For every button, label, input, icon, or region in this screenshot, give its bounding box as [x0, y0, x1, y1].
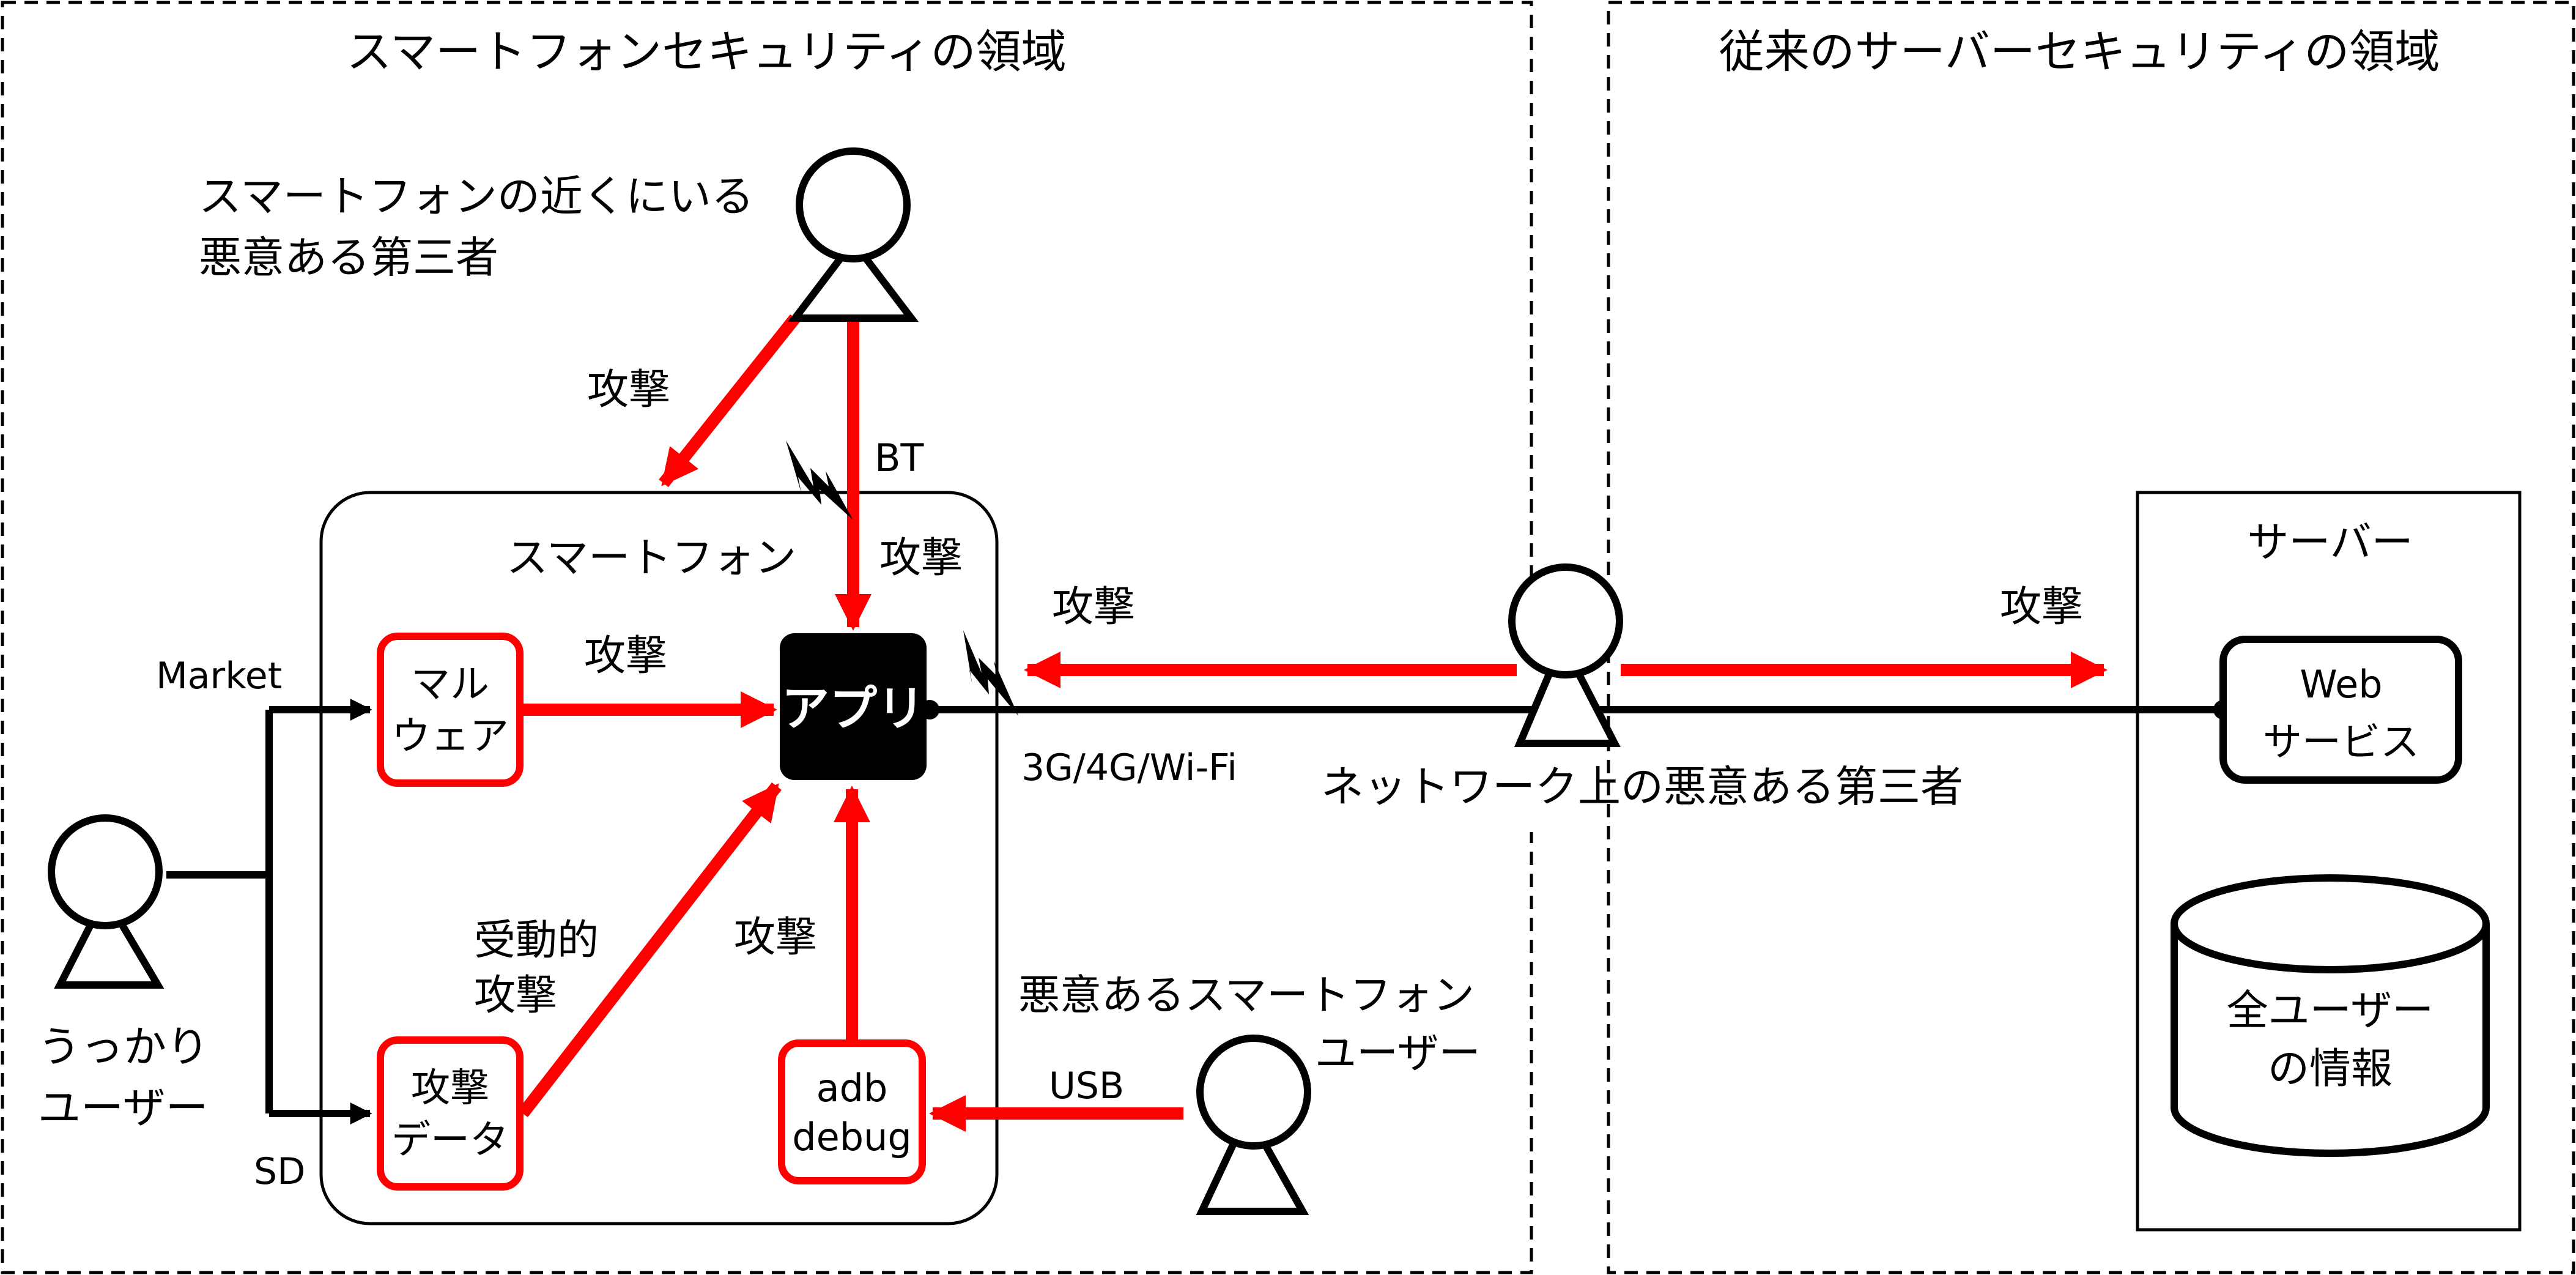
- smartphone-title: スマートフォン: [506, 534, 796, 582]
- person-icon-network: [1508, 563, 1623, 747]
- attack-label-network-right: 攻撃: [2000, 583, 2083, 631]
- nearby-actor-label-1: スマートフォンの近くにいる: [199, 171, 754, 221]
- network-actor-label: ネットワーク上の悪意ある第三者: [1321, 762, 1963, 812]
- nearby-actor-label-2: 悪意ある第三者: [199, 232, 498, 283]
- lightning-icon: [786, 440, 853, 520]
- sd-label: SD: [254, 1150, 305, 1193]
- lightning-icon: [963, 630, 1018, 716]
- app-label: アプリ: [782, 682, 925, 737]
- server-title: サーバー: [2247, 519, 2413, 567]
- db-label-1: 全ユーザー: [2227, 987, 2434, 1035]
- attack-data-label-1: 攻撃: [411, 1066, 489, 1111]
- passive-attack-arrow: [518, 782, 782, 1118]
- attack-label-adb: 攻撃: [734, 913, 817, 962]
- malicious-user-label-2: ユーザー: [1315, 1030, 1481, 1078]
- smartphone-region-title: スマートフォンセキュリティの領域: [346, 26, 1066, 78]
- adb-label-1: adb: [816, 1066, 888, 1110]
- attack-label-nearby: 攻撃: [587, 366, 670, 414]
- attack-data-label-2: データ: [391, 1118, 509, 1163]
- passive-attack-label-1: 受動的: [474, 916, 599, 965]
- malware-label-2: ウェア: [391, 714, 509, 759]
- attack-label-bt: 攻撃: [879, 534, 963, 582]
- web-label-1: Web: [2300, 662, 2382, 707]
- network-channel-label: 3G/4G/Wi-Fi: [1021, 746, 1237, 789]
- person-icon-malicious-user: [1196, 1035, 1311, 1215]
- nearby-attack-arrow-diagonal: [659, 314, 800, 488]
- adb-debug-box: [778, 1039, 926, 1184]
- app-box: [780, 633, 927, 780]
- web-service-box: [2219, 636, 2462, 784]
- server-box: [2136, 491, 2522, 1232]
- usb-label: USB: [1049, 1065, 1124, 1107]
- attack-label-malware: 攻撃: [584, 632, 667, 680]
- person-icon-careless: [48, 814, 165, 989]
- malware-label-1: マル: [411, 662, 489, 707]
- attack-data-box: [377, 1036, 524, 1191]
- bt-label: BT: [875, 436, 925, 480]
- malware-box: [377, 633, 524, 787]
- malicious-user-label-1: 悪意あるスマートフォン: [1018, 972, 1475, 1020]
- person-icon-nearby: [787, 147, 919, 322]
- careless-user-label-1: うっかり: [38, 1022, 209, 1072]
- adb-label-2: debug: [792, 1115, 912, 1159]
- market-label: Market: [156, 655, 282, 697]
- db-label-2: の情報: [2268, 1045, 2393, 1093]
- passive-attack-label-2: 攻撃: [474, 972, 557, 1020]
- server-region-title: 従来のサーバーセキュリティの領域: [1719, 26, 2440, 78]
- careless-user-label-2: ユーザー: [38, 1083, 209, 1133]
- smartphone-box: [319, 491, 999, 1225]
- database-icon: [2171, 874, 2490, 1157]
- web-label-2: サービス: [2263, 720, 2419, 765]
- attack-label-network-left: 攻撃: [1052, 583, 1135, 631]
